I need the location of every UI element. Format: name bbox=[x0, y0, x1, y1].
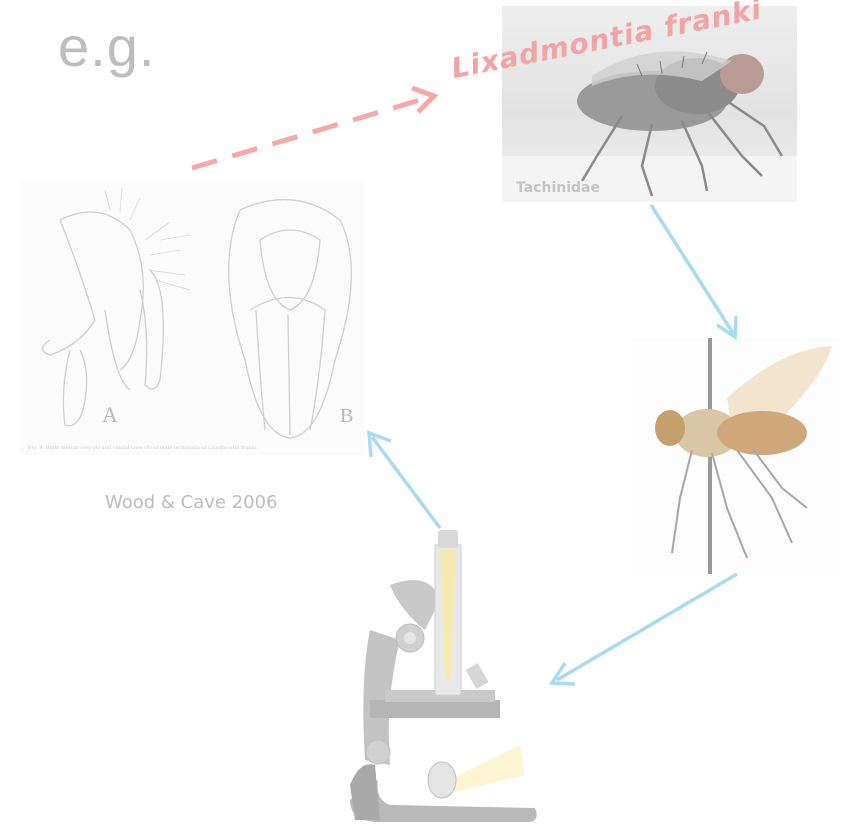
microscope-icon bbox=[330, 530, 540, 828]
photo-family-label: Tachinidae bbox=[516, 180, 600, 196]
microscope bbox=[330, 530, 540, 828]
pinned-fly-specimen-icon bbox=[632, 338, 840, 576]
panel-b-label: B bbox=[340, 405, 353, 427]
panel-a-label: A bbox=[102, 402, 118, 427]
genitalia-drawing-icon: A B bbox=[20, 180, 365, 455]
arrow-microscope-to-drawing bbox=[372, 437, 440, 528]
genitalia-drawing: A B Fig. 4. Right lateral view (A) and c… bbox=[20, 180, 365, 455]
citation: Wood & Cave 2006 bbox=[105, 492, 278, 513]
dashed-arrow-head bbox=[412, 88, 434, 112]
dashed-arrow-line bbox=[192, 97, 430, 168]
arrow-photo-to-specimen bbox=[651, 205, 733, 333]
heading: e.g. bbox=[58, 14, 155, 79]
pinned-specimen bbox=[632, 338, 840, 576]
drawing-caption: Fig. 4. Right lateral view (A) and cauda… bbox=[28, 445, 258, 451]
arrow-specimen-to-microscope bbox=[557, 574, 737, 680]
